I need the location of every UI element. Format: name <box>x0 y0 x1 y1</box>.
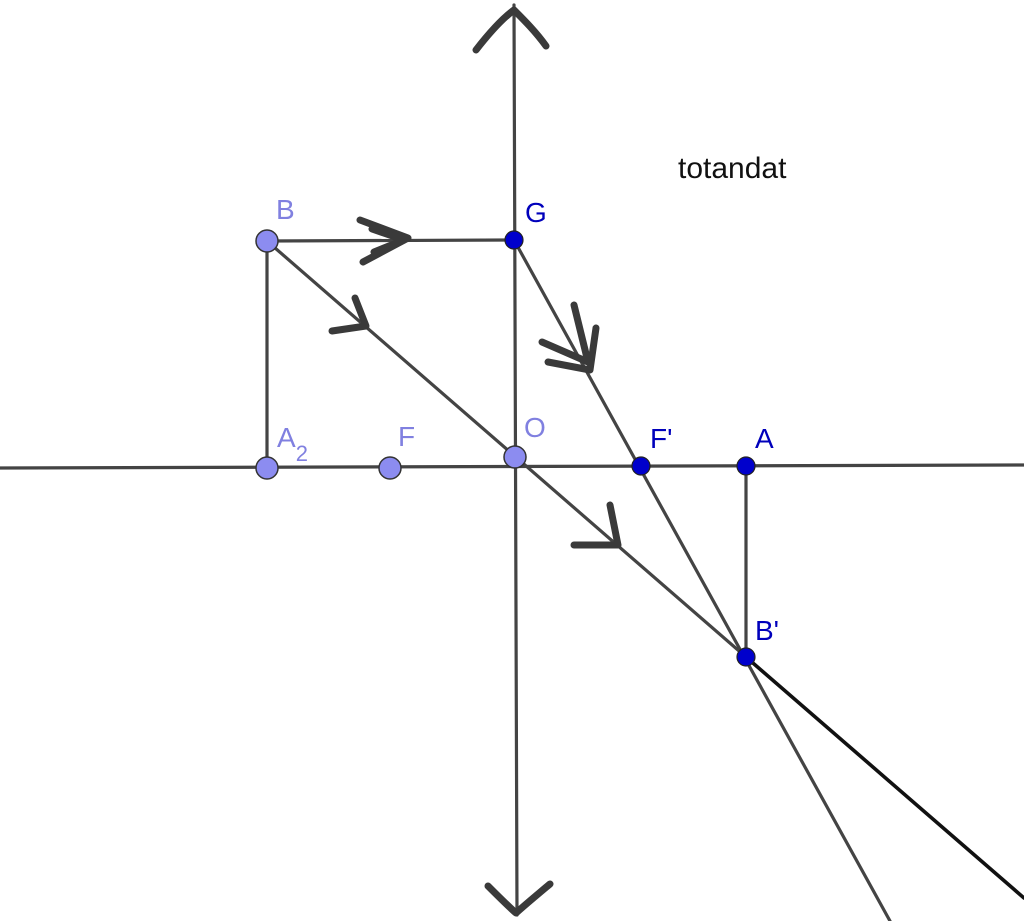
point-B[interactable] <box>255 229 279 253</box>
chevron-down-icon <box>484 880 554 917</box>
ray-refracted <box>512 238 892 921</box>
arrowhead-icon <box>544 324 600 374</box>
label-F: F <box>398 421 415 452</box>
chevron-up-icon <box>472 6 550 54</box>
label-A: A <box>755 423 774 454</box>
arrowhead-icon <box>368 225 408 256</box>
arrowhead-icon <box>328 294 370 335</box>
label-G: G <box>525 197 547 228</box>
label-A2: A2 <box>277 422 308 466</box>
note-text: totandat <box>678 152 787 185</box>
label-F-prime: F' <box>650 423 672 454</box>
label-B-prime: B' <box>755 615 779 646</box>
point-O[interactable] <box>503 445 527 469</box>
ray-parallel <box>265 238 516 243</box>
point-F-prime[interactable] <box>631 456 651 476</box>
point-A[interactable] <box>736 456 756 476</box>
point-F[interactable] <box>378 456 402 480</box>
point-A2[interactable] <box>255 456 279 480</box>
label-O: O <box>524 412 546 443</box>
point-B-prime[interactable] <box>736 647 756 667</box>
label-B: B <box>276 194 295 225</box>
point-G[interactable] <box>504 230 524 250</box>
arrowhead-icon <box>570 501 622 549</box>
ray-through-center-extension <box>744 655 1024 900</box>
